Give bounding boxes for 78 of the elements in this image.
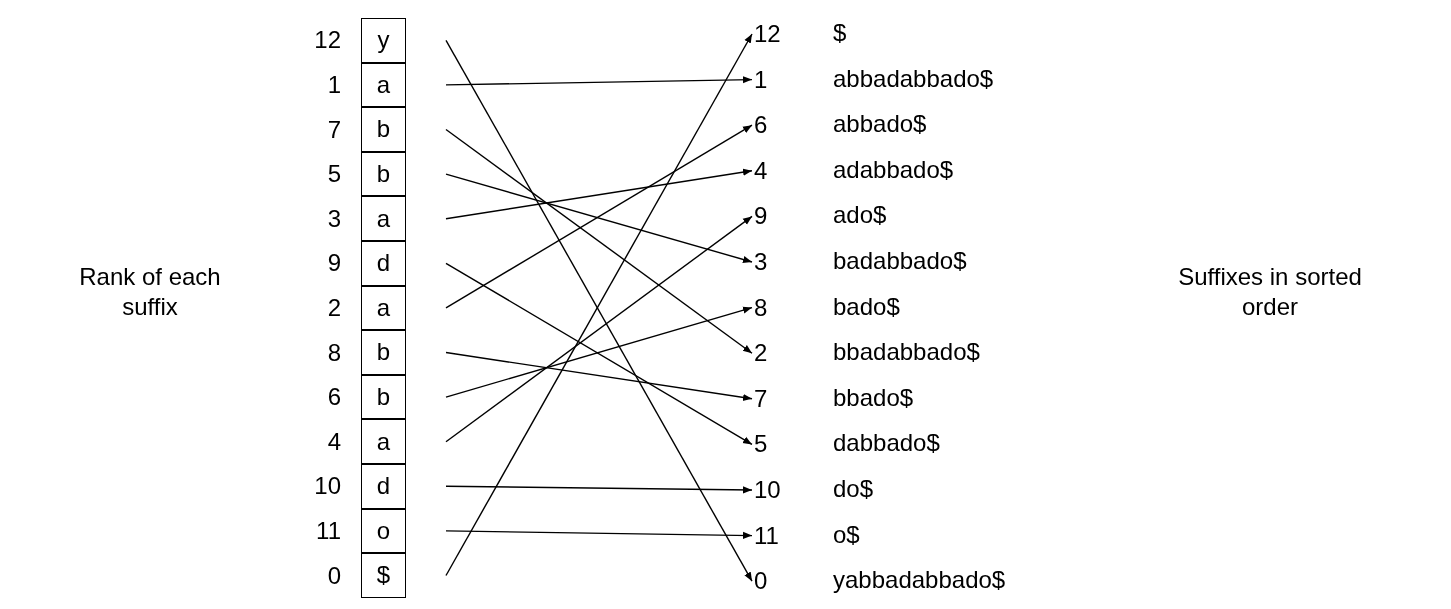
rank-number: 10 <box>313 474 341 499</box>
letter: d <box>376 251 391 276</box>
arrow <box>445 168 753 220</box>
letter: b <box>376 117 391 142</box>
letter-cell <box>361 18 406 63</box>
index-number: 11 <box>754 523 779 548</box>
letter: b <box>376 385 391 410</box>
arrow <box>445 124 753 309</box>
arrow <box>445 530 753 540</box>
suffix-text: bado$ <box>833 294 900 319</box>
letter: y <box>377 28 390 53</box>
letter-cell <box>361 330 406 375</box>
letter-cell <box>361 508 406 554</box>
axis-caption: Rank of each suffix <box>78 262 222 322</box>
index-number: 8 <box>754 295 768 320</box>
suffix-text: abbadabbado$ <box>833 66 994 91</box>
letter: b <box>376 162 391 187</box>
arrow <box>445 173 753 263</box>
arrow <box>445 485 753 494</box>
letter-cell <box>361 241 406 286</box>
suffix-text: abbado$ <box>833 112 927 137</box>
arrow <box>445 215 753 443</box>
rank-number: 9 <box>326 251 341 276</box>
letter-cell <box>361 151 406 197</box>
rank-number: 3 <box>326 206 341 231</box>
letter: d <box>376 474 391 499</box>
index-number: 4 <box>754 158 768 183</box>
letter-cell <box>361 285 406 331</box>
suffix-text: dabbado$ <box>833 431 940 456</box>
index-number: 1 <box>754 67 768 92</box>
suffix-text: o$ <box>833 522 860 547</box>
arrow <box>445 128 753 354</box>
index-number: 9 <box>754 204 768 229</box>
suffix-text: ado$ <box>833 203 887 228</box>
letter-cell <box>361 62 406 108</box>
suffix-text: $ <box>833 21 847 45</box>
index-number: 12 <box>754 22 781 46</box>
rank-number: 7 <box>326 117 341 142</box>
index-number: 10 <box>754 478 781 502</box>
suffix-text: do$ <box>833 477 874 501</box>
suffix-text: yabbadabbado$ <box>833 568 1006 593</box>
rank-number: 6 <box>326 385 341 410</box>
rank-number: 11 <box>315 518 341 543</box>
arrow <box>445 351 753 401</box>
index-number: 3 <box>754 250 768 274</box>
rank-number: 5 <box>326 162 341 187</box>
arrow <box>445 76 753 86</box>
letter-cell <box>361 464 406 509</box>
letter: $ <box>376 563 391 588</box>
index-number: 5 <box>754 432 768 457</box>
letter: b <box>376 340 391 365</box>
rank-number: 2 <box>326 295 341 320</box>
suffix-text: bbado$ <box>833 385 914 410</box>
letter: a <box>376 429 391 454</box>
letter: a <box>376 295 391 320</box>
rank-number: 12 <box>313 28 341 53</box>
suffix-text: adabbado$ <box>833 157 954 182</box>
letter-cell <box>361 196 406 241</box>
index-number: 0 <box>754 569 768 594</box>
letter-cell <box>361 107 406 152</box>
index-number: 2 <box>754 341 768 366</box>
letter-cell <box>361 419 406 464</box>
letter-cell <box>361 553 406 598</box>
letter: o <box>376 518 391 543</box>
suffix-text: bbadabbado$ <box>833 340 980 365</box>
arrow <box>445 306 753 398</box>
rank-number: 1 <box>326 72 341 97</box>
arrow <box>445 262 753 446</box>
rank-number: 4 <box>326 429 341 454</box>
suffix-text: badabbado$ <box>833 249 967 273</box>
rank-number: 8 <box>326 340 341 365</box>
axis-caption: Suffixes in sorted order <box>1177 262 1363 322</box>
letter-cell <box>361 374 406 420</box>
letter: a <box>376 72 391 97</box>
rank-number: 0 <box>326 563 341 588</box>
index-number: 7 <box>754 386 768 411</box>
index-number: 6 <box>754 113 768 138</box>
letter: a <box>376 206 391 231</box>
